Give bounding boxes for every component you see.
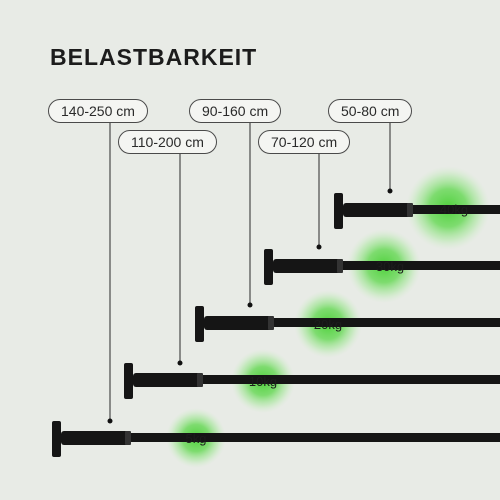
rod-90-160 — [195, 306, 500, 342]
leader-lines — [109, 123, 391, 420]
load-label-10kg: 10kg — [249, 374, 277, 389]
range-label-110-200: 110-200 cm — [118, 130, 217, 154]
range-label-140-250: 140-250 cm — [48, 99, 148, 123]
load-glows — [166, 166, 490, 468]
rod-70-120 — [264, 249, 500, 285]
page-title: BELASTBARKEIT — [50, 44, 258, 70]
range-label-70-120: 70-120 cm — [258, 130, 351, 154]
rod-50-80 — [334, 193, 500, 229]
load-label-5kg: 5kg — [186, 431, 207, 446]
rod-140-250 — [52, 421, 500, 457]
load-label-20kg: 20kg — [314, 317, 342, 332]
leader-dots — [107, 188, 393, 424]
range-label-90-160: 90-160 cm — [189, 99, 282, 123]
rod-110-200 — [124, 363, 500, 399]
load-label-40kg: 40kg — [440, 202, 468, 217]
range-label-50-80: 50-80 cm — [328, 99, 413, 123]
load-label-30kg: 30kg — [376, 259, 404, 274]
rods — [52, 193, 500, 457]
